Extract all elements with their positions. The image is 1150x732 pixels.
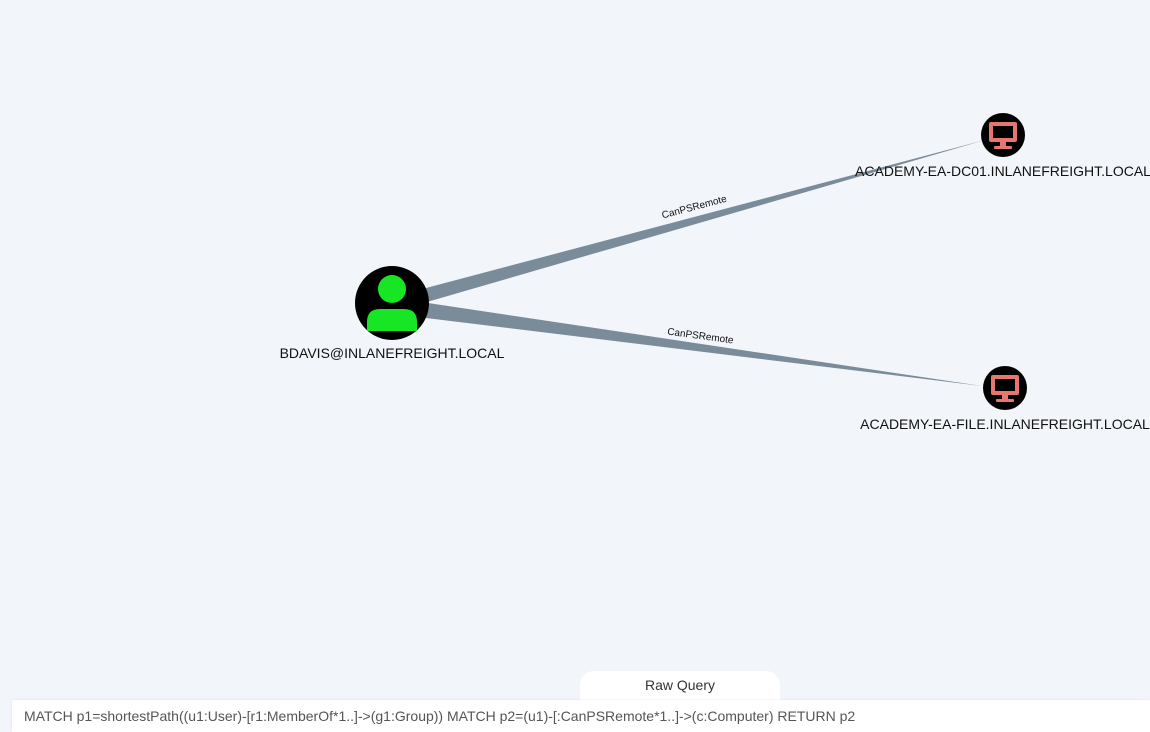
edge-canpsremote-file[interactable]: CanPSRemote	[426, 303, 982, 386]
node-file[interactable]: ACADEMY-EA-FILE.INLANEFREIGHT.LOCAL	[860, 366, 1150, 432]
raw-query-input[interactable]	[12, 700, 1144, 732]
node-label-user: BDAVIS@INLANEFREIGHT.LOCAL	[280, 345, 505, 361]
edge-shape-dc01	[426, 140, 985, 302]
node-label-file: ACADEMY-EA-FILE.INLANEFREIGHT.LOCAL	[860, 416, 1150, 432]
computer-screen	[995, 379, 1015, 391]
computer-screen	[993, 126, 1013, 138]
node-user[interactable]: BDAVIS@INLANEFREIGHT.LOCAL	[280, 266, 505, 361]
user-icon	[367, 275, 417, 331]
raw-query-tab[interactable]: Raw Query	[580, 671, 780, 701]
edge-shape-file	[426, 303, 982, 386]
raw-query-bar	[12, 700, 1150, 732]
node-label-dc01: ACADEMY-EA-DC01.INLANEFREIGHT.LOCAL	[855, 163, 1150, 179]
node-dc01[interactable]: ACADEMY-EA-DC01.INLANEFREIGHT.LOCAL	[855, 113, 1150, 179]
